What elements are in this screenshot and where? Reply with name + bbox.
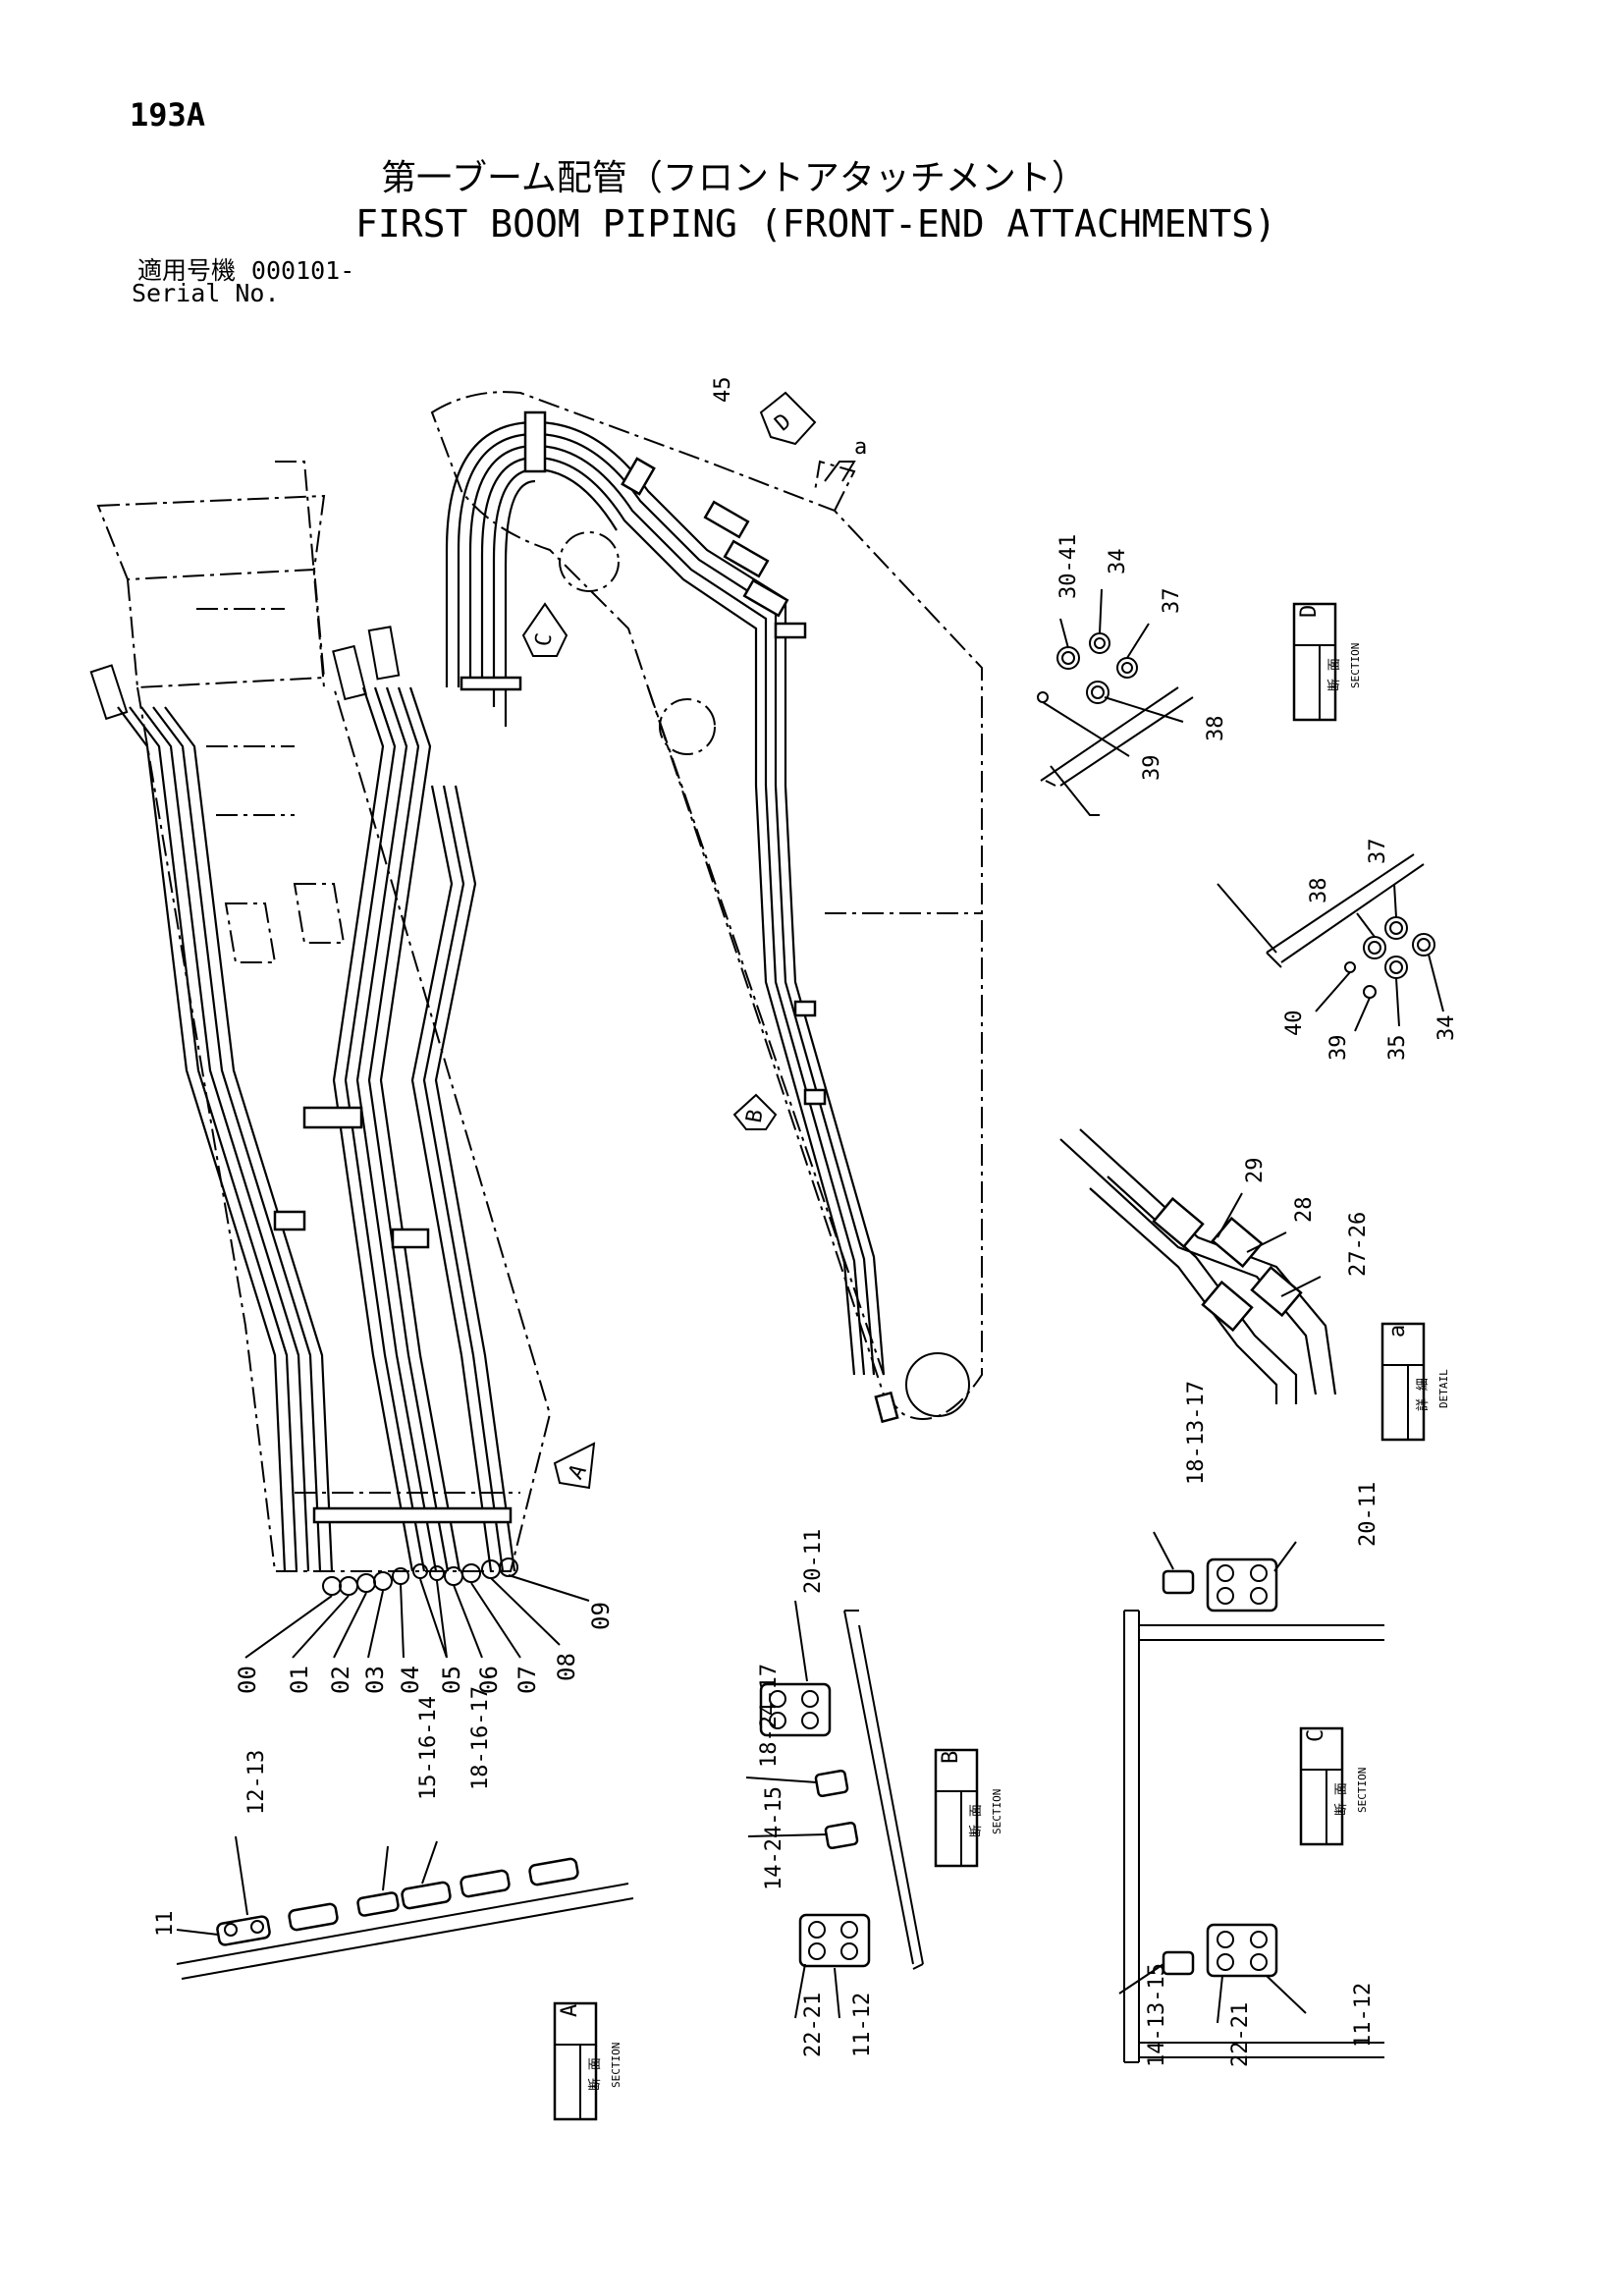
callout-sc-18-13-17: 18-13-17 xyxy=(1184,1381,1209,1485)
callout-dl-39: 39 xyxy=(1326,1035,1351,1062)
callout-sc-11-12: 11-12 xyxy=(1351,1983,1376,2048)
section-box-b-jp: 断 面 xyxy=(969,1804,984,1837)
section-b-detail xyxy=(745,1600,924,2019)
detail-marker-label: a xyxy=(854,435,867,460)
main-boom-outline xyxy=(430,391,983,1420)
section-box-b: B 断 面 SECTION xyxy=(934,1748,1003,1868)
section-box-a: A 断 面 SECTION xyxy=(553,2001,622,2121)
callout-dl-35: 35 xyxy=(1385,1035,1410,1062)
callout-dl-34: 34 xyxy=(1434,1015,1459,1042)
view-arrow-a xyxy=(553,1442,596,1490)
section-box-d-en: SECTION xyxy=(1349,643,1362,688)
callout-a-27-26: 27-26 xyxy=(1346,1212,1371,1277)
callout-sb-11-12: 11-12 xyxy=(850,1993,875,2057)
label-pipe-03: 03 xyxy=(361,1666,389,1694)
callout-sb-20-11: 20-11 xyxy=(801,1529,826,1594)
label-pipe-04: 04 xyxy=(397,1666,424,1694)
section-box-d: D 断 面 SECTION xyxy=(1292,602,1362,722)
callout-sa-12-13: 12-13 xyxy=(244,1750,269,1815)
label-pipe-07: 07 xyxy=(514,1666,541,1694)
section-box-a-en: SECTION xyxy=(610,2043,622,2088)
pipe-end-fittings xyxy=(322,1558,518,1596)
section-c-detail xyxy=(1118,1531,1384,2063)
callout-sa-15-16-14: 15-16-14 xyxy=(416,1696,441,1800)
label-pipe-02: 02 xyxy=(327,1666,354,1694)
main-boom-hoses xyxy=(445,410,899,1424)
callout-sa-11: 11 xyxy=(153,1911,178,1938)
left-boom-outline xyxy=(96,461,552,1572)
label-pipe-09: 09 xyxy=(587,1602,615,1630)
section-box-d-jp: 断 面 xyxy=(1327,658,1342,691)
callout-a-29: 29 xyxy=(1243,1158,1268,1184)
section-box-c-letter: C xyxy=(1304,1729,1328,1742)
view-arrow-label-b: B xyxy=(742,1108,769,1124)
title-english: FIRST BOOM PIPING (FRONT-END ATTACHMENTS… xyxy=(355,202,1276,246)
section-box-b-letter: B xyxy=(939,1751,963,1764)
view-arrow-label-c: C xyxy=(531,631,558,648)
callout-sc-14-13-15: 14-13-15 xyxy=(1145,1963,1169,2067)
callout-dl-38: 38 xyxy=(1307,878,1331,904)
callout-sb-18-24-17: 18-24-17 xyxy=(757,1664,782,1768)
section-box-a-detail: a 詳 細 DETAIL xyxy=(1380,1322,1450,1442)
callout-dl-40: 40 xyxy=(1282,1011,1307,1037)
callout-sc-22-21: 22-21 xyxy=(1228,2002,1253,2067)
callout-d-38: 38 xyxy=(1204,716,1228,742)
pipe-end-labels: 00 01 02 03 04 05 06 07 08 09 xyxy=(234,1602,615,1694)
view-arrow-label-d: D xyxy=(771,410,796,437)
left-pipe-bundle xyxy=(89,626,516,1572)
callout-sa-18-16-17: 18-16-17 xyxy=(468,1686,493,1790)
title-japanese: 第一ブーム配管（フロントアタッチメント） xyxy=(381,158,1087,198)
section-d-detail xyxy=(1037,588,1194,816)
section-box-b-en: SECTION xyxy=(991,1789,1003,1834)
label-pipe-00: 00 xyxy=(234,1666,261,1694)
section-box-c: C 断 面 SECTION xyxy=(1299,1726,1369,1846)
callout-45: 45 xyxy=(711,377,735,404)
callout-d-30-41: 30-41 xyxy=(1056,534,1081,599)
serial-value: 000101- xyxy=(250,256,355,285)
callout-d-39: 39 xyxy=(1140,755,1164,782)
section-box-a-jp: 断 面 xyxy=(588,2057,603,2091)
section-a-detail xyxy=(176,1835,634,1980)
detail-box-letter: a xyxy=(1385,1325,1410,1338)
label-pipe-05: 05 xyxy=(438,1666,465,1694)
label-pipe-08: 08 xyxy=(553,1653,580,1681)
callout-sc-20-11: 20-11 xyxy=(1356,1482,1380,1547)
callout-d-34: 34 xyxy=(1106,549,1130,575)
section-box-d-letter: D xyxy=(1297,605,1322,618)
detail-box-en: DETAIL xyxy=(1437,1369,1450,1408)
view-arrow-label-a: A xyxy=(564,1460,591,1484)
callout-sb-14-24-15: 14-24-15 xyxy=(762,1786,786,1890)
page-code: 193A xyxy=(130,96,206,134)
view-arrow-c xyxy=(521,602,568,657)
serial-label-jp: 適用号機 xyxy=(137,256,237,285)
view-arrow-d xyxy=(759,391,817,446)
section-d-lower-detail xyxy=(1217,853,1444,1032)
serial-row-japanese: 適用号機 000101- xyxy=(137,251,354,287)
view-arrow-b xyxy=(732,1093,778,1130)
pipe-end-leaders xyxy=(244,1574,590,1659)
detail-marker-shape xyxy=(824,461,856,482)
detail-box-jp: 詳 細 xyxy=(1415,1378,1431,1411)
callout-sb-22-21: 22-21 xyxy=(801,1993,826,2057)
callout-d-37: 37 xyxy=(1160,588,1184,615)
callout-dl-37: 37 xyxy=(1366,839,1390,865)
callout-a-28: 28 xyxy=(1292,1197,1317,1224)
section-box-a-letter: A xyxy=(558,2004,582,2017)
section-box-c-jp: 断 面 xyxy=(1334,1782,1349,1816)
label-pipe-01: 01 xyxy=(286,1666,313,1694)
label-pipe-06: 06 xyxy=(475,1666,503,1694)
serial-label-english: Serial No. xyxy=(132,279,280,307)
detail-a-fittings xyxy=(1059,1128,1337,1404)
section-box-c-en: SECTION xyxy=(1356,1768,1369,1813)
